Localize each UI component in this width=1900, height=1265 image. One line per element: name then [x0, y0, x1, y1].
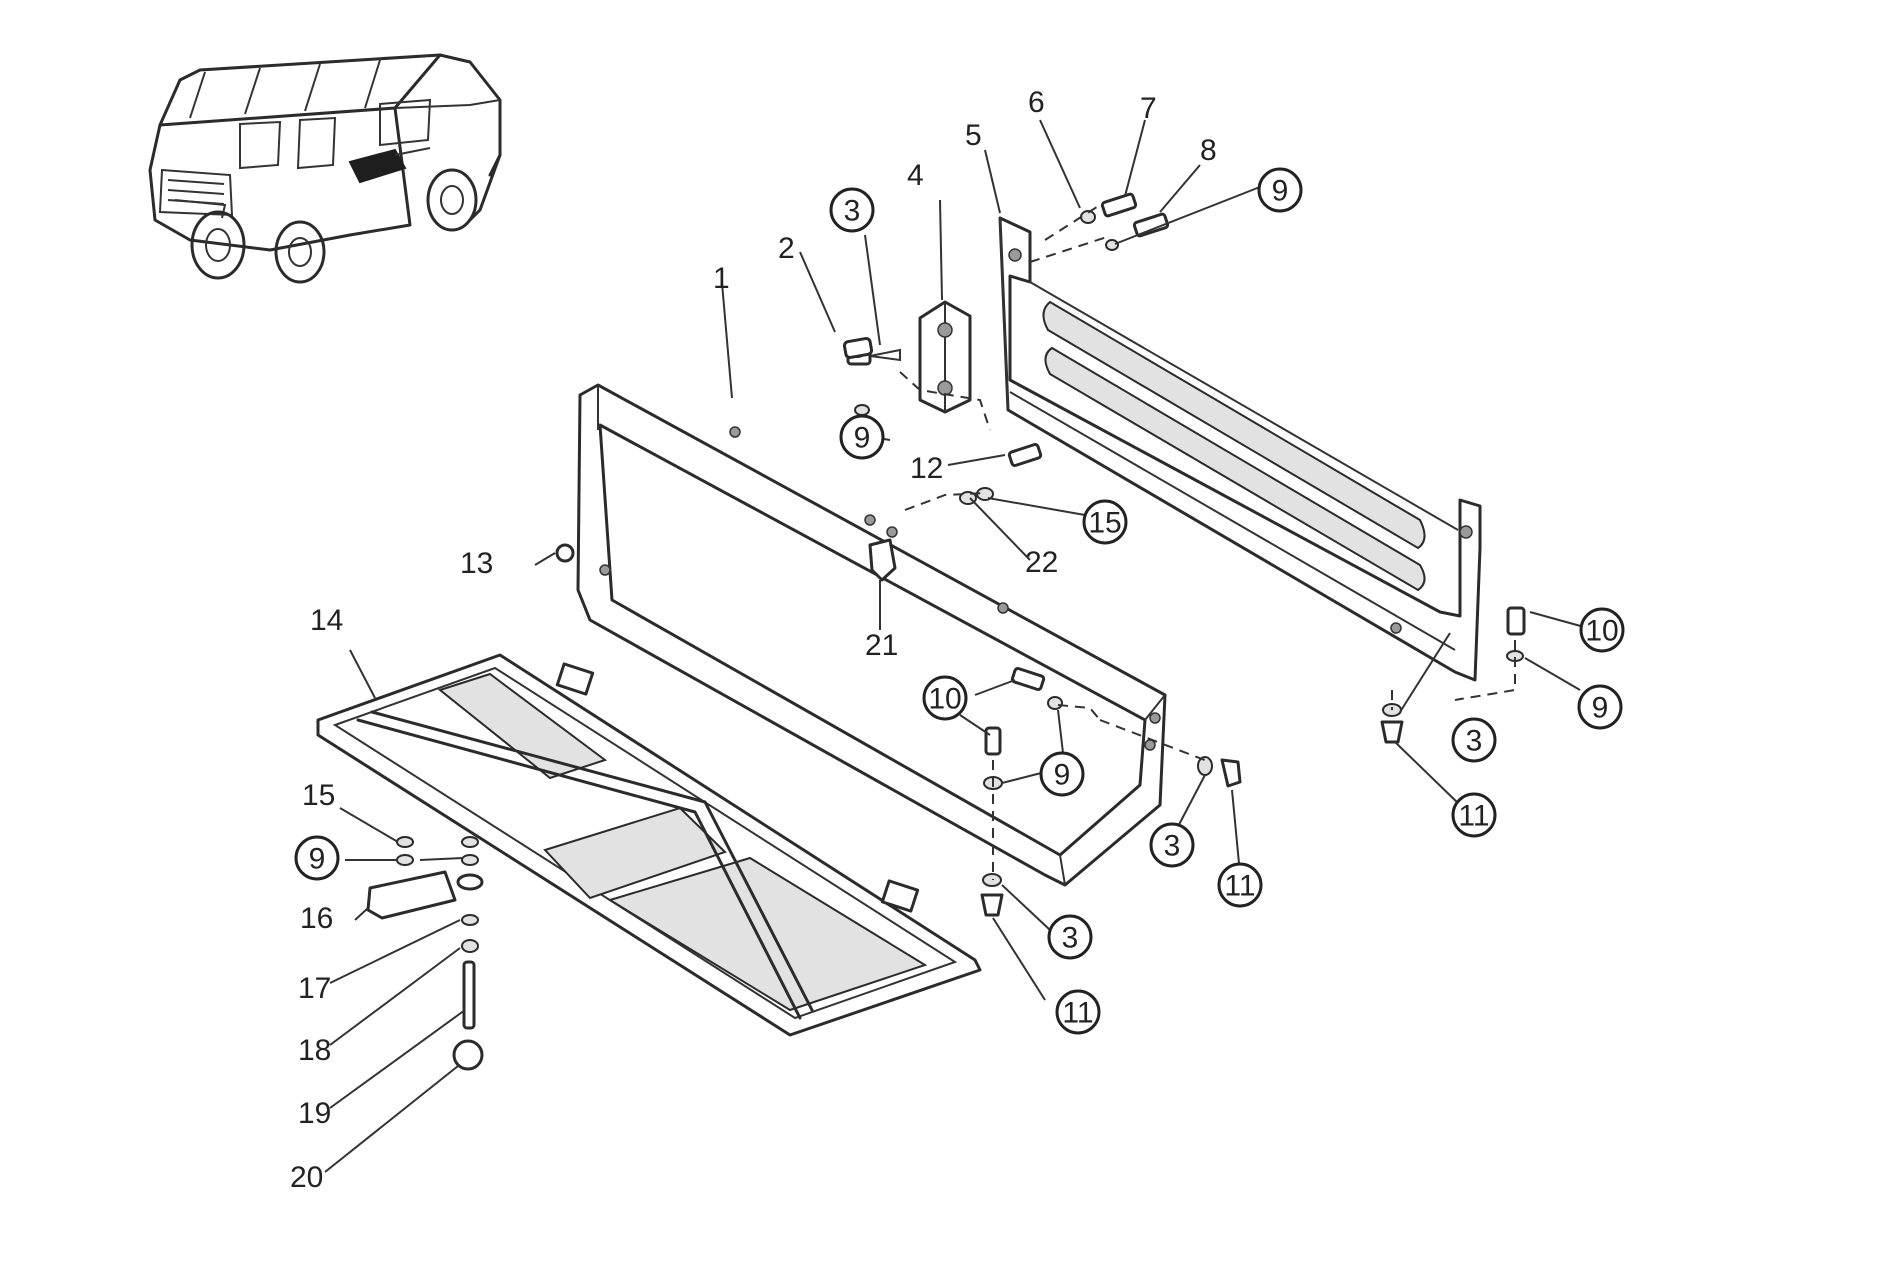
- callout-9-mid: 9: [854, 422, 871, 455]
- callout-9-mid-circle: [839, 414, 885, 460]
- callout-8: 8: [1200, 134, 1217, 167]
- lid-part: [316, 653, 982, 1037]
- callout-15-left: 15: [302, 779, 335, 812]
- callout-11-mid: 11: [1224, 870, 1255, 903]
- callout-10-mid-circle: [922, 675, 968, 721]
- callout-3-mid-circle: [1149, 822, 1195, 868]
- callout-21: 21: [865, 629, 898, 662]
- callout-11-right-circle: [1451, 792, 1497, 838]
- frame-part: [576, 383, 1167, 887]
- callout-3-low-circle: [1047, 914, 1093, 960]
- callout-3-low: 3: [1062, 922, 1079, 955]
- callout-11-mid-circle: [1217, 862, 1263, 908]
- callout-22: 22: [1025, 546, 1058, 579]
- callout-20: 20: [290, 1161, 323, 1194]
- callout-11-low-circle: [1055, 989, 1101, 1035]
- callout-12: 12: [910, 452, 943, 485]
- callout-9-top-circle: [1257, 167, 1303, 213]
- callout-1: 1: [713, 262, 730, 295]
- callout-10-mid: 10: [928, 683, 961, 716]
- callout-3-right: 3: [1466, 725, 1483, 758]
- callout-16: 16: [300, 902, 333, 935]
- assembly-lines: [899, 204, 1516, 880]
- callout-10-right: 10: [1585, 615, 1618, 648]
- rear-panel-part: [998, 216, 1482, 682]
- callout-9-left: 9: [309, 843, 326, 876]
- callout-19: 19: [298, 1097, 331, 1130]
- callout-15: 15: [1088, 507, 1121, 540]
- callout-14: 14: [310, 604, 343, 637]
- callout-3-mid: 3: [1164, 830, 1181, 863]
- callout-17: 17: [298, 972, 331, 1005]
- callout-3-circle: [829, 187, 875, 233]
- callout-10-right-circle: [1579, 607, 1625, 653]
- callout-9-lower-circle: [1039, 751, 1085, 797]
- callout-9-right-circle: [1577, 684, 1623, 730]
- callout-4: 4: [907, 159, 924, 192]
- callout-9-lower: 9: [1054, 759, 1071, 792]
- hinge-bracket-part: [918, 300, 972, 414]
- hardware-parts: [366, 192, 1526, 1071]
- callout-13: 13: [460, 547, 493, 580]
- callout-7: 7: [1140, 92, 1157, 125]
- vehicle-illustration: [148, 53, 502, 284]
- callout-11-right: 11: [1458, 800, 1489, 833]
- callout-15-circle: [1082, 499, 1128, 545]
- callout-18: 18: [298, 1034, 331, 1067]
- callout-2: 2: [778, 232, 795, 265]
- callout-5: 5: [965, 119, 982, 152]
- callout-6: 6: [1028, 86, 1045, 119]
- callout-3: 3: [844, 195, 861, 228]
- callouts: 1 2 3 4 5 6 7 8 9 9 12 15 22 13 21 14 10…: [290, 86, 1625, 1194]
- callout-9-top: 9: [1272, 175, 1289, 208]
- callout-11-low: 11: [1062, 997, 1093, 1030]
- callout-9-right: 9: [1592, 692, 1609, 725]
- callout-9-left-circle: [294, 835, 340, 881]
- callout-3-right-circle: [1451, 717, 1497, 763]
